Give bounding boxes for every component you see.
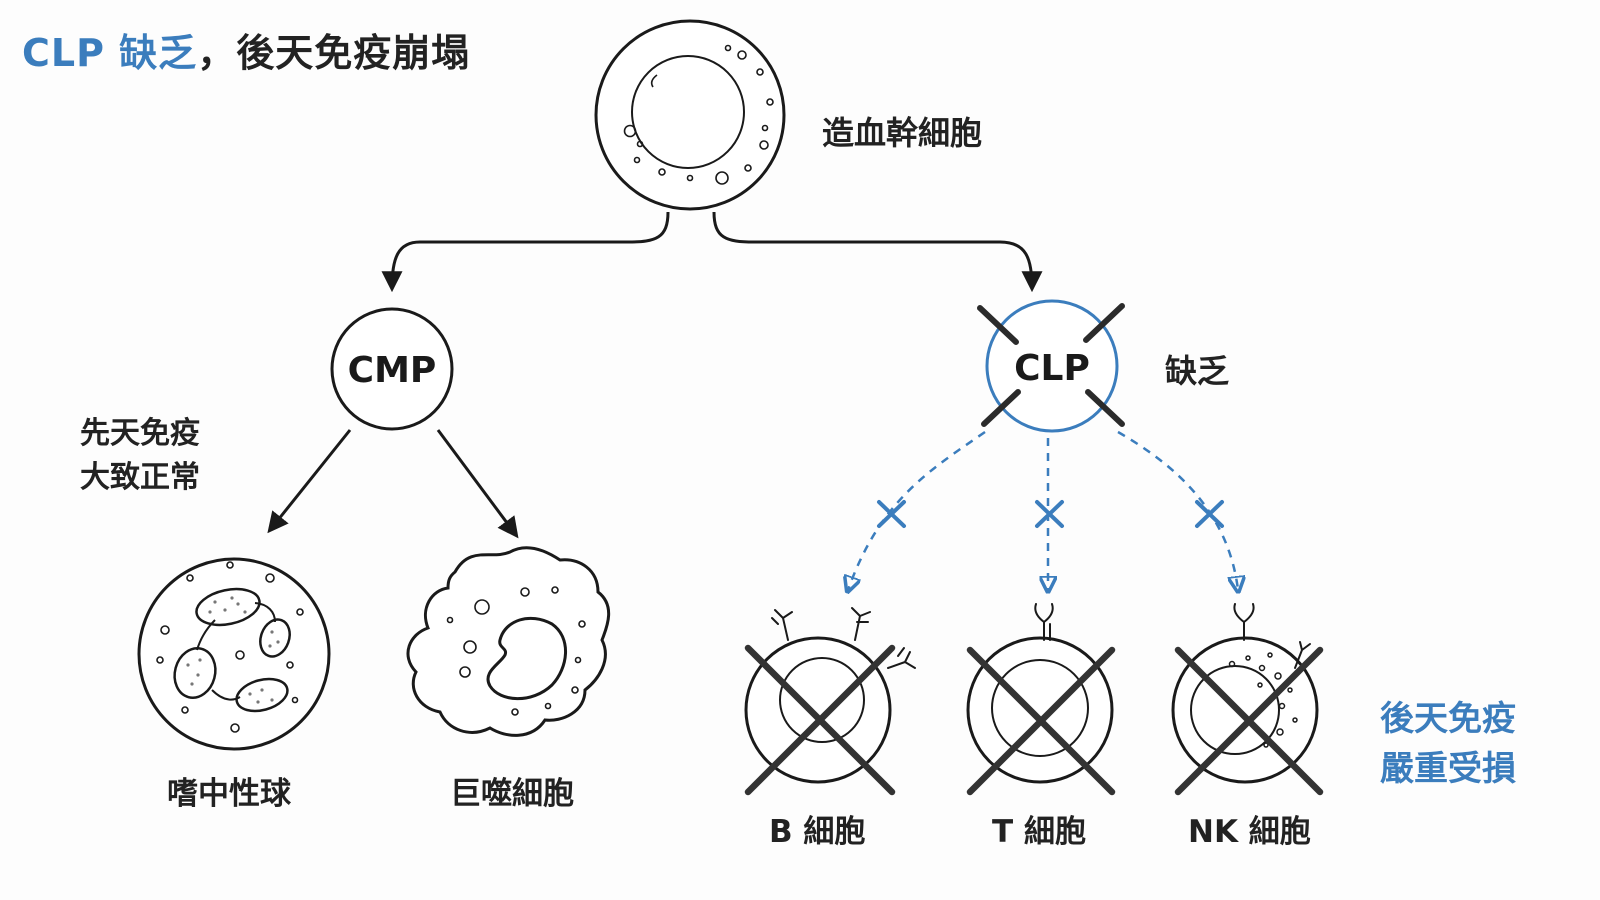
macrophage-icon: [406, 546, 611, 737]
innate-note-line2: 大致正常: [80, 460, 200, 495]
arrow-to-clp: [712, 211, 1043, 293]
blocked-arrow-nk-cell: [1117, 430, 1238, 590]
nk-cell-icon: [1171, 603, 1324, 796]
macrophage-label: 巨噬細胞: [450, 776, 574, 812]
diagram-title: CLP 缺乏，後天免疫崩塌: [22, 22, 470, 77]
nk-cell-cross-icon: [1174, 646, 1324, 796]
title-highlight: CLP 缺乏: [22, 31, 198, 75]
neutrophil-icon: [137, 557, 331, 751]
arrow-to-macrophage: [436, 429, 519, 539]
t-cell-label: T 細胞: [992, 814, 1086, 850]
nk-cell-label: NK 細胞: [1188, 814, 1311, 850]
blocked-pathways: [848, 430, 1238, 590]
t-cell-icon: [966, 603, 1116, 796]
blocked-x-icons: [877, 500, 1224, 528]
stem-cell-icon: [594, 19, 786, 211]
cmp-label: CMP: [348, 350, 437, 391]
cmp-node: CMP: [330, 307, 454, 431]
t-cell-cross-icon: [966, 646, 1116, 796]
cross-mark-icon: [977, 303, 1125, 427]
title-rest: ，後天免疫崩塌: [197, 31, 471, 75]
clp-status-label: 缺乏: [1165, 352, 1230, 390]
outcome-line2: 嚴重受損: [1380, 749, 1516, 789]
innate-note-line1: 先天免疫: [80, 416, 200, 451]
clp-label: CLP: [1014, 348, 1090, 389]
outcome-line1: 後天免疫: [1380, 699, 1516, 739]
innate-immunity-note: 先天免疫 大致正常: [80, 412, 200, 500]
neutrophil-label: 嗜中性球: [167, 776, 291, 812]
b-cell-cross-icon: [744, 644, 896, 796]
blocked-arrow-b-cell: [848, 430, 986, 590]
adaptive-immunity-outcome: 後天免疫 嚴重受損: [1380, 694, 1516, 794]
arrow-to-neutrophil: [267, 429, 352, 534]
stem-cell-label: 造血幹細胞: [822, 114, 983, 152]
clp-node: CLP: [977, 299, 1125, 433]
b-cell-label: B 細胞: [769, 814, 866, 850]
arrow-to-cmp: [381, 211, 670, 293]
b-cell-icon: [744, 607, 916, 796]
